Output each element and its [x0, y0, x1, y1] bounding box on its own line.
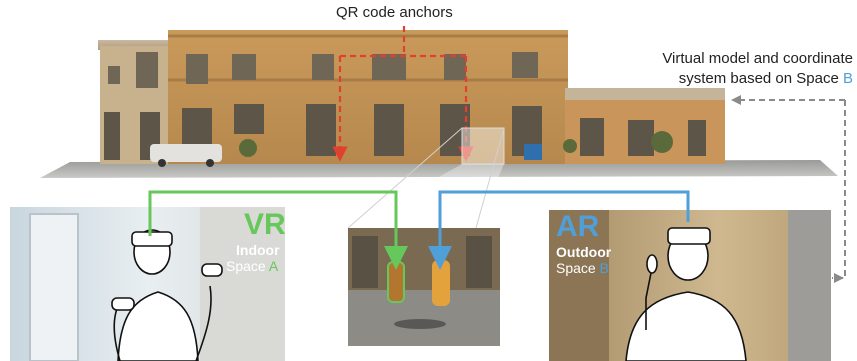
vr-right-controller — [201, 263, 223, 277]
lower-doors — [104, 104, 706, 160]
street-ground — [40, 160, 838, 178]
vr-space-letter: A — [268, 258, 279, 274]
ar-title: AR — [556, 210, 600, 243]
vr-window-frame — [29, 213, 79, 361]
main-facade — [168, 30, 568, 164]
vr-avatar — [387, 261, 405, 303]
ar-avatar — [432, 260, 450, 306]
vr-wall-dark — [200, 207, 285, 361]
vr-connector-arrow — [148, 190, 408, 270]
ar-wall-shadow — [549, 210, 609, 361]
building-model — [40, 30, 838, 178]
virtual-model-prefix: system based on Space — [678, 70, 843, 87]
ar-space-letter: B — [599, 260, 609, 276]
qr-anchor-path — [332, 26, 474, 162]
ar-panel — [549, 210, 831, 361]
ar-connector-arrow — [428, 190, 690, 270]
ar-space-prefix: Space — [556, 260, 600, 276]
mixed-view-inset — [348, 228, 500, 346]
ar-user-figure — [625, 227, 747, 361]
plants — [239, 131, 673, 157]
vr-left-controller — [111, 297, 135, 311]
vr-space-prefix: Space — [226, 258, 269, 274]
ar-space-label: Space B — [556, 260, 609, 276]
upper-windows — [108, 52, 538, 88]
vr-headset — [131, 231, 173, 247]
ar-shutter — [788, 210, 831, 361]
virtual-model-space-letter: B — [842, 70, 853, 87]
vr-title: VR — [244, 208, 286, 241]
ar-headset — [667, 227, 711, 245]
right-wing-roof — [565, 88, 725, 102]
vr-panel — [10, 207, 285, 361]
reference-arrow-head-right — [834, 273, 844, 283]
reference-arrow-head-left — [731, 95, 741, 105]
zoom-callout — [347, 127, 505, 229]
virtual-model-label-line1: Virtual model and coordinate — [662, 50, 853, 67]
parked-car — [150, 144, 222, 167]
coordinate-reference-arrow — [736, 99, 846, 279]
dumpster — [524, 144, 542, 160]
vr-space-label: Space A — [226, 258, 278, 274]
vr-subtitle: Indoor — [236, 242, 280, 258]
ar-subtitle: Outdoor — [556, 244, 612, 260]
qr-anchors-label: QR code anchors — [336, 4, 453, 21]
vr-user-figure — [111, 229, 223, 361]
virtual-model-label-line2: system based on Space B — [679, 70, 853, 87]
